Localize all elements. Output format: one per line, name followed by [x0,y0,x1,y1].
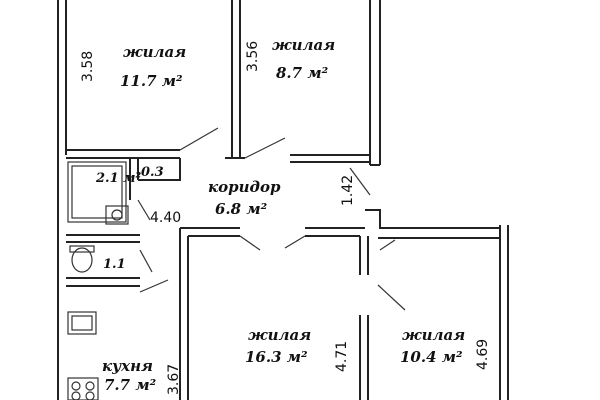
room-area-living-bottom-mid: 16.3 м² [245,348,308,366]
dim-corridor-right: 1.42 [340,175,356,206]
dim-kitchen: 3.67 [166,364,182,395]
top-room-partitions [66,149,370,163]
room-name-living-top-right: жилая [272,36,335,54]
dim-living-bottom-mid: 4.71 [334,341,350,372]
room-area-corridor: 6.8 м² [215,200,268,218]
stove-icon [67,377,99,400]
bathtub-icon [67,161,127,223]
kitchen-sink-icon [67,311,97,335]
room-area-living-top-left: 11.7 м² [120,72,183,90]
dim-living-bottom-right: 4.69 [475,339,491,370]
room-name-living-top-left: жилая [123,43,186,61]
outer-walls [57,0,509,400]
room-area-living-top-right: 8.7 м² [276,64,329,82]
wet-zone-partitions [66,158,181,287]
washbasin-icon [105,205,129,225]
room-area-living-bottom-right: 10.4 м² [400,348,463,366]
room-name-living-bottom-right: жилая [402,326,465,344]
room-name-corridor: коридор [208,178,281,196]
dim-living-top-left: 3.58 [80,51,96,82]
room-area-bath: 2.1 м² [95,171,142,186]
lower-partitions [179,209,500,400]
dim-corridor-left: 4.40 [150,210,181,226]
toilet-icon [69,245,95,273]
dim-living-top-right: 3.56 [245,41,261,72]
room-area-closet: 0.3 [141,165,164,180]
door-swings [137,127,406,311]
room-name-kitchen: кухня [102,357,153,375]
room-area-toilet: 1.1 [103,257,126,272]
room-name-living-bottom-mid: жилая [248,326,311,344]
room-area-kitchen: 7.7 м² [104,376,157,394]
